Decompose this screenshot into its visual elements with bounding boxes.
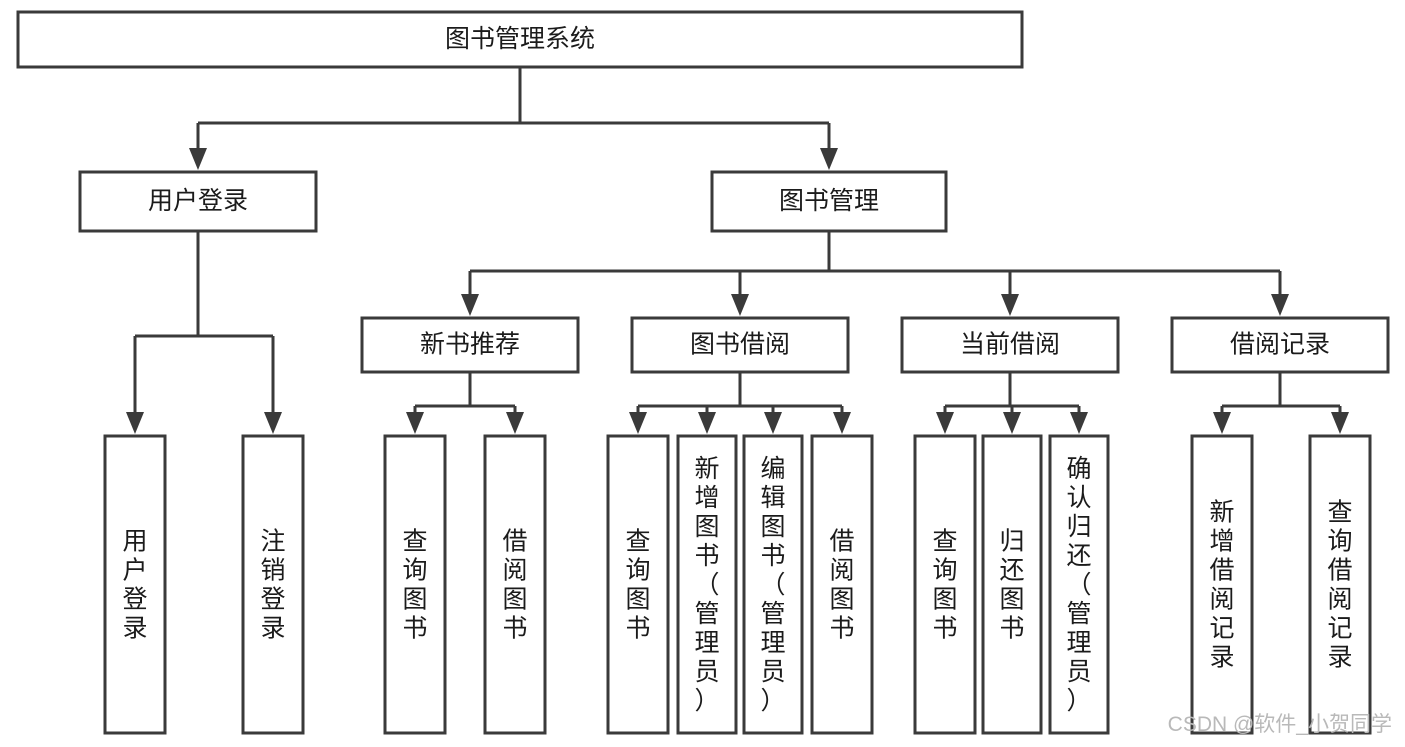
node-box-leaf-query-book-current[interactable] — [913, 434, 977, 735]
arrow-head-icon — [698, 412, 716, 434]
node-leaf-add-book[interactable]: 新增图书（管理员） — [676, 434, 738, 735]
node-box-current-borrow[interactable] — [900, 316, 1120, 374]
node-label-leaf-borrow-book-rec: 借阅图书 — [502, 528, 527, 643]
node-label-leaf-confirm-return: 确认归还（管理员） — [1066, 455, 1091, 715]
edge-book-borrow-group — [629, 372, 851, 434]
arrow-head-icon — [1271, 294, 1289, 316]
arrow-head-icon — [629, 412, 647, 434]
node-box-leaf-add-record[interactable] — [1190, 434, 1254, 735]
node-leaf-return-book[interactable]: 归还图书 — [981, 434, 1043, 735]
node-leaf-add-record[interactable]: 新增借阅记录 — [1190, 434, 1254, 735]
node-box-leaf-add-book[interactable] — [676, 434, 738, 735]
node-label-root: 图书管理系统 — [445, 25, 595, 53]
node-box-leaf-query-book-borrow[interactable] — [606, 434, 670, 735]
node-leaf-logout[interactable]: 注销登录 — [241, 434, 305, 735]
node-box-leaf-logout[interactable] — [241, 434, 305, 735]
edge-current-borrow-group — [936, 372, 1088, 434]
node-box-leaf-query-book-rec[interactable] — [383, 434, 447, 735]
arrow-head-icon — [506, 412, 524, 434]
arrow-head-icon — [820, 148, 838, 170]
node-label-leaf-logout: 注销登录 — [260, 528, 285, 643]
arrow-head-icon — [833, 412, 851, 434]
node-box-new-book-rec[interactable] — [360, 316, 580, 374]
node-borrow-record[interactable]: 借阅记录 — [1170, 316, 1390, 374]
node-leaf-query-book-rec[interactable]: 查询图书 — [383, 434, 447, 735]
node-box-leaf-return-book[interactable] — [981, 434, 1043, 735]
arrow-head-icon — [1331, 412, 1349, 434]
node-new-book-rec[interactable]: 新书推荐 — [360, 316, 580, 374]
node-book-manage[interactable]: 图书管理 — [710, 170, 948, 233]
arrow-head-icon — [461, 294, 479, 316]
node-label-leaf-return-book: 归还图书 — [999, 528, 1024, 643]
connector-layer — [126, 67, 1349, 434]
node-root[interactable]: 图书管理系统 — [16, 10, 1024, 69]
arrow-head-icon — [1003, 412, 1021, 434]
node-label-leaf-add-record: 新增借阅记录 — [1209, 499, 1234, 672]
edge-book-manage-group — [461, 231, 1289, 316]
node-label-leaf-query-book-borrow: 查询图书 — [625, 528, 650, 643]
node-label-borrow-record: 借阅记录 — [1230, 331, 1330, 359]
node-label-leaf-add-book: 新增图书（管理员） — [694, 455, 719, 715]
node-label-leaf-query-record: 查询借阅记录 — [1327, 499, 1352, 672]
node-book-borrow[interactable]: 图书借阅 — [630, 316, 850, 374]
node-label-new-book-rec: 新书推荐 — [420, 331, 520, 359]
edge-borrow-record-group — [1213, 372, 1349, 434]
node-leaf-user-login[interactable]: 用户登录 — [103, 434, 167, 735]
node-box-leaf-borrow-book[interactable] — [810, 434, 874, 735]
node-current-borrow[interactable]: 当前借阅 — [900, 316, 1120, 374]
node-leaf-query-record[interactable]: 查询借阅记录 — [1308, 434, 1372, 735]
arrow-head-icon — [936, 412, 954, 434]
edge-new-book-rec-group — [406, 372, 524, 434]
node-label-leaf-edit-book: 编辑图书（管理员） — [760, 455, 785, 715]
node-box-book-manage[interactable] — [710, 170, 948, 233]
node-box-leaf-user-login[interactable] — [103, 434, 167, 735]
node-leaf-borrow-book-rec[interactable]: 借阅图书 — [483, 434, 547, 735]
node-label-book-borrow: 图书借阅 — [690, 331, 790, 359]
arrow-head-icon — [406, 412, 424, 434]
arrow-head-icon — [764, 412, 782, 434]
node-box-borrow-record[interactable] — [1170, 316, 1390, 374]
node-leaf-edit-book[interactable]: 编辑图书（管理员） — [742, 434, 804, 735]
node-layer: 图书管理系统用户登录图书管理新书推荐图书借阅当前借阅借阅记录用户登录注销登录查询… — [16, 10, 1390, 735]
arrow-head-icon — [1070, 412, 1088, 434]
node-leaf-query-book-current[interactable]: 查询图书 — [913, 434, 977, 735]
arrow-head-icon — [126, 412, 144, 434]
node-label-leaf-query-book-rec: 查询图书 — [402, 528, 427, 643]
node-label-book-manage: 图书管理 — [779, 187, 879, 215]
node-label-leaf-user-login: 用户登录 — [122, 528, 147, 643]
arrow-head-icon — [189, 148, 207, 170]
node-label-current-borrow: 当前借阅 — [960, 331, 1060, 359]
watermark-label: CSDN @软件_小贺同学 — [1168, 713, 1392, 736]
node-label-leaf-query-book-current: 查询图书 — [932, 528, 957, 643]
node-box-leaf-confirm-return[interactable] — [1048, 434, 1110, 735]
arrow-head-icon — [1001, 294, 1019, 316]
node-box-book-borrow[interactable] — [630, 316, 850, 374]
node-leaf-confirm-return[interactable]: 确认归还（管理员） — [1048, 434, 1110, 735]
node-box-root[interactable] — [16, 10, 1024, 69]
edge-root-group — [189, 67, 838, 170]
node-label-user-login: 用户登录 — [148, 187, 248, 215]
arrow-head-icon — [1213, 412, 1231, 434]
node-leaf-borrow-book[interactable]: 借阅图书 — [810, 434, 874, 735]
node-box-leaf-borrow-book-rec[interactable] — [483, 434, 547, 735]
arrow-head-icon — [264, 412, 282, 434]
node-box-leaf-edit-book[interactable] — [742, 434, 804, 735]
node-user-login[interactable]: 用户登录 — [78, 170, 318, 233]
edge-user-login-group — [126, 231, 282, 434]
node-leaf-query-book-borrow[interactable]: 查询图书 — [606, 434, 670, 735]
node-label-leaf-borrow-book: 借阅图书 — [829, 528, 854, 643]
arrow-head-icon — [731, 294, 749, 316]
node-box-user-login[interactable] — [78, 170, 318, 233]
node-box-leaf-query-record[interactable] — [1308, 434, 1372, 735]
